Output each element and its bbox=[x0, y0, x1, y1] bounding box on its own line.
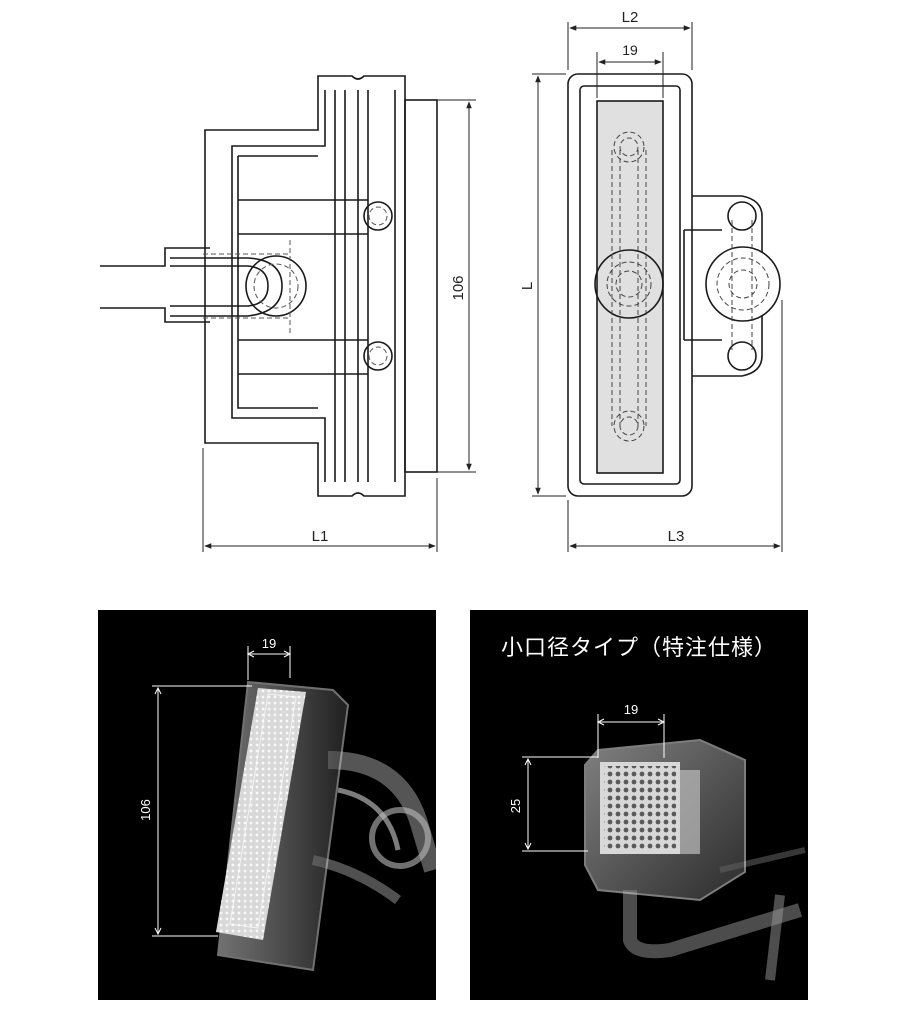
photo-standard-illustration: 19 106 bbox=[138, 636, 436, 972]
photo-standard-filter: 19 106 bbox=[98, 610, 436, 1000]
side-body-outline bbox=[204, 75, 406, 497]
front-top-inner-label: 19 bbox=[622, 42, 638, 58]
side-view bbox=[100, 75, 438, 497]
front-width-label: L3 bbox=[668, 528, 685, 545]
front-top-outer-label: L2 bbox=[622, 9, 639, 26]
photo-small-filter: 小口径タイプ（特注仕様） bbox=[470, 610, 808, 1000]
front-dimensions bbox=[532, 22, 783, 552]
photo-small-width-label: 19 bbox=[624, 702, 638, 717]
side-node-top bbox=[363, 201, 393, 231]
side-width-label: L1 bbox=[312, 528, 329, 545]
front-center-node bbox=[594, 249, 664, 319]
photo-small-height-label: 25 bbox=[508, 799, 523, 813]
side-filter-plate bbox=[404, 99, 438, 473]
photo-small-title: 小口径タイプ（特注仕様） bbox=[500, 636, 777, 661]
side-inlet-tube bbox=[100, 247, 210, 323]
side-inner-loop bbox=[237, 155, 368, 409]
front-outer-frame bbox=[567, 73, 693, 497]
front-frit-panel bbox=[596, 100, 664, 474]
photo-small-illustration: 19 25 bbox=[508, 702, 806, 981]
photo-standard-width-label: 19 bbox=[262, 636, 276, 651]
side-node-center bbox=[245, 255, 307, 317]
side-inner-channel bbox=[231, 90, 396, 482]
front-inner-frame bbox=[579, 85, 681, 485]
front-dashed-paths bbox=[606, 131, 770, 442]
side-height-label: 106 bbox=[450, 275, 467, 300]
front-view bbox=[567, 73, 781, 497]
side-node-bottom bbox=[363, 341, 393, 371]
front-side-node-top bbox=[727, 201, 757, 231]
technical-drawings: 106 L1 L2 19 L bbox=[100, 9, 783, 552]
side-dashed-paths bbox=[203, 206, 388, 366]
side-dimensions bbox=[202, 99, 476, 552]
photo-standard-height-label: 106 bbox=[138, 799, 153, 821]
front-height-label: L bbox=[519, 282, 536, 290]
front-side-node-bottom bbox=[727, 341, 757, 371]
